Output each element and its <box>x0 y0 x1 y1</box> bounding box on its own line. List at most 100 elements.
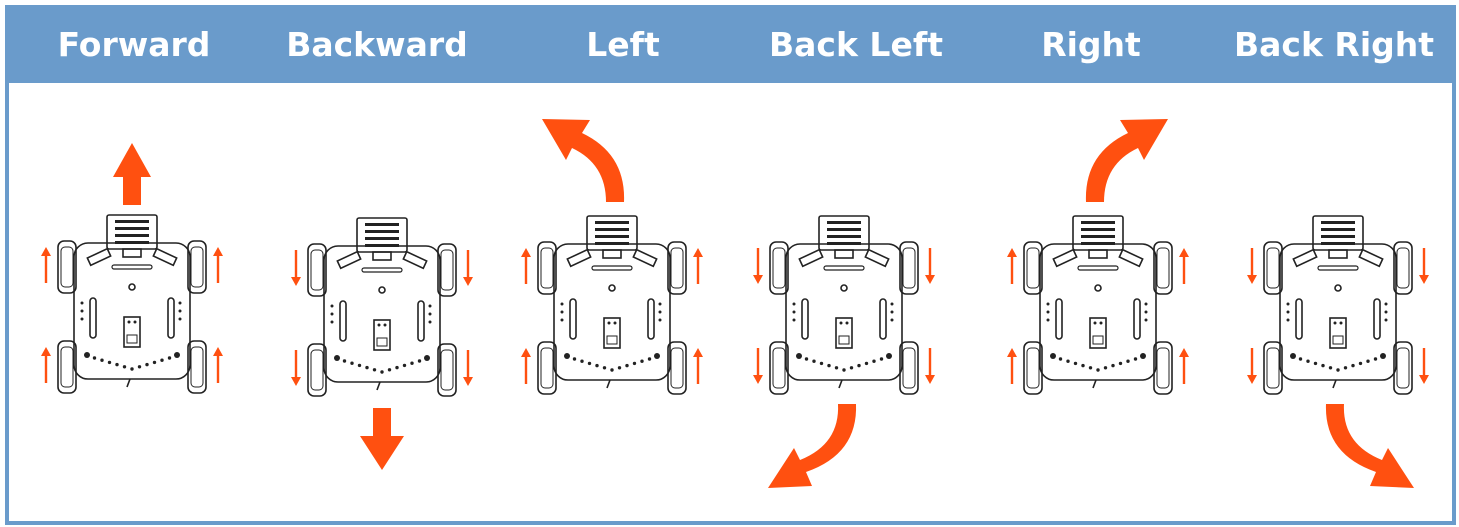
module-inner <box>376 337 388 347</box>
robot-sensor-right <box>864 248 890 268</box>
robot-dot <box>387 368 392 372</box>
robot-dot <box>1144 302 1148 306</box>
robot-dot <box>1103 366 1108 370</box>
wheel-tread <box>1156 247 1170 289</box>
module-pin <box>1333 321 1337 325</box>
robot-dot <box>1290 353 1296 359</box>
robot-long-slot <box>167 297 175 339</box>
robot-module <box>123 316 141 348</box>
robot-dot <box>167 356 172 360</box>
robot-dot <box>1336 368 1340 372</box>
robot-dot <box>796 353 802 359</box>
robot-wheel <box>667 341 687 395</box>
robot-dot <box>1133 357 1138 361</box>
robot-dot <box>560 310 564 314</box>
robot-wheel <box>1153 341 1173 395</box>
robot-wheel <box>57 340 77 394</box>
robot-dot <box>330 304 334 308</box>
motion-arrow-backward <box>360 408 404 470</box>
robot-dot <box>342 359 347 363</box>
robot-long-slot <box>647 298 655 340</box>
wheel-tread <box>1026 247 1040 289</box>
robot-dot <box>1384 318 1388 322</box>
arrow-head <box>213 247 223 256</box>
motion-arrow-forward <box>113 143 151 205</box>
robot-connector <box>1088 249 1108 259</box>
robot-dot <box>632 361 637 366</box>
robot-hole <box>840 284 848 292</box>
robot-dot <box>1384 302 1388 306</box>
robot-tail <box>1092 379 1097 389</box>
wheel-tread <box>1026 347 1040 389</box>
robot-dot <box>658 310 662 314</box>
wheel-tread <box>540 347 554 389</box>
robot-sensor-left <box>566 248 592 268</box>
robot-dot <box>1118 361 1123 366</box>
robot-hole <box>378 286 386 294</box>
bracket-slot <box>1081 221 1115 224</box>
robot-dot <box>178 301 182 305</box>
robot-dot <box>428 312 432 316</box>
bracket-slot <box>115 234 149 237</box>
robot-wheel <box>57 240 77 294</box>
robot-slot <box>823 265 865 271</box>
robot-dot <box>812 359 816 363</box>
bracket-slot <box>595 228 629 231</box>
module-inner <box>838 335 850 345</box>
robot-dot <box>890 310 894 314</box>
wheel-tread <box>310 249 324 291</box>
robot-dot <box>357 363 362 368</box>
arrow-head <box>1247 375 1257 384</box>
robot-long-slot <box>1295 298 1303 340</box>
robot-dot <box>1380 353 1386 359</box>
wheel-tread <box>772 347 786 389</box>
robot-dot <box>792 302 796 306</box>
arrow-head <box>925 375 935 384</box>
bracket-slot <box>365 230 399 233</box>
robot-dot <box>886 353 892 359</box>
robot-dot <box>84 352 90 358</box>
robot-sensor-left <box>336 250 362 270</box>
robot-dot <box>640 359 644 363</box>
robot-dot <box>827 363 831 368</box>
label-right: Right <box>1041 25 1141 64</box>
robot-wheel <box>437 343 457 397</box>
wheel-tread <box>1396 347 1410 389</box>
robot-dot <box>1066 359 1070 363</box>
robot-dot <box>402 363 407 368</box>
robot-dot <box>580 359 584 363</box>
robot-wheel <box>187 340 207 394</box>
wheel-tread <box>440 249 454 291</box>
bracket-slot <box>1081 235 1115 238</box>
robot-dot <box>864 361 869 366</box>
robot-dot <box>1140 353 1146 359</box>
robot-dot <box>587 361 592 366</box>
robot-dot <box>130 367 134 371</box>
module-inner <box>126 334 138 344</box>
robot-dot <box>1373 357 1378 361</box>
robot-hole <box>128 283 136 291</box>
robot-dot <box>1286 318 1290 322</box>
robot-dot <box>857 363 861 368</box>
robot-sensor-right <box>1118 248 1144 268</box>
arrow-head <box>521 348 531 357</box>
robot-chassis <box>785 243 903 381</box>
robot-tail <box>126 378 131 388</box>
robot-dot <box>380 370 384 374</box>
bracket-slot <box>115 227 149 230</box>
motion-arrow-back-right <box>1325 404 1414 488</box>
wheel-tread <box>540 247 554 289</box>
label-back-right: Back Right <box>1233 25 1435 64</box>
module-pin <box>377 323 381 327</box>
robot-dot <box>890 302 894 306</box>
robot-chassis <box>1279 243 1397 381</box>
arrow-head <box>693 248 703 257</box>
robot-dot <box>428 320 432 324</box>
robot-wheel <box>307 343 327 397</box>
robot-dot <box>1050 353 1056 359</box>
robot-dot <box>80 301 84 305</box>
label-forward: Forward <box>57 25 211 64</box>
robot-dot <box>152 360 157 365</box>
robot-dot <box>1058 357 1063 361</box>
robot-wheel <box>1263 341 1283 395</box>
